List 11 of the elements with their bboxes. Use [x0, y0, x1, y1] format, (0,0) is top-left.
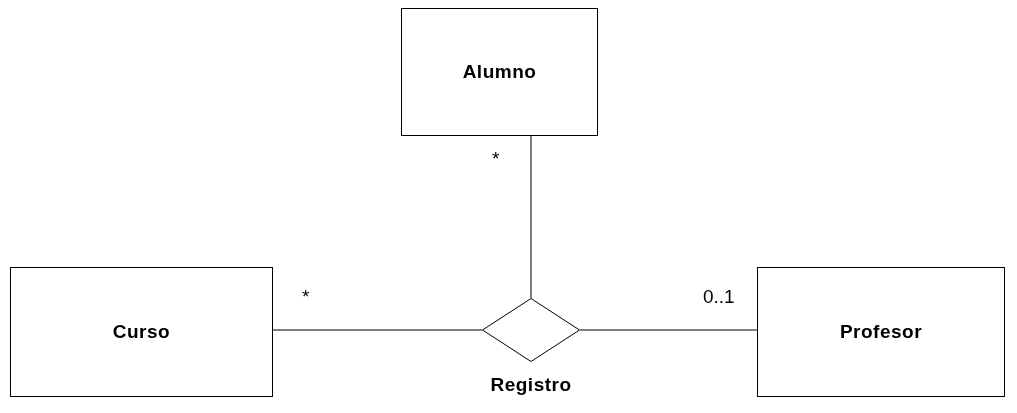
- class-box: Alumno: [401, 8, 598, 136]
- class-box: Profesor: [757, 267, 1005, 397]
- connector-line: [579, 329, 758, 331]
- multiplicity-label: *: [492, 148, 500, 170]
- multiplicity-label: *: [302, 286, 310, 308]
- multiplicity-label: 0..1: [703, 286, 735, 308]
- connector-line: [272, 329, 483, 331]
- relationship-diamond: [482, 298, 580, 396]
- class-box: Curso: [10, 267, 273, 397]
- connector-line: [530, 135, 532, 299]
- relationship-name: Registro: [490, 374, 572, 396]
